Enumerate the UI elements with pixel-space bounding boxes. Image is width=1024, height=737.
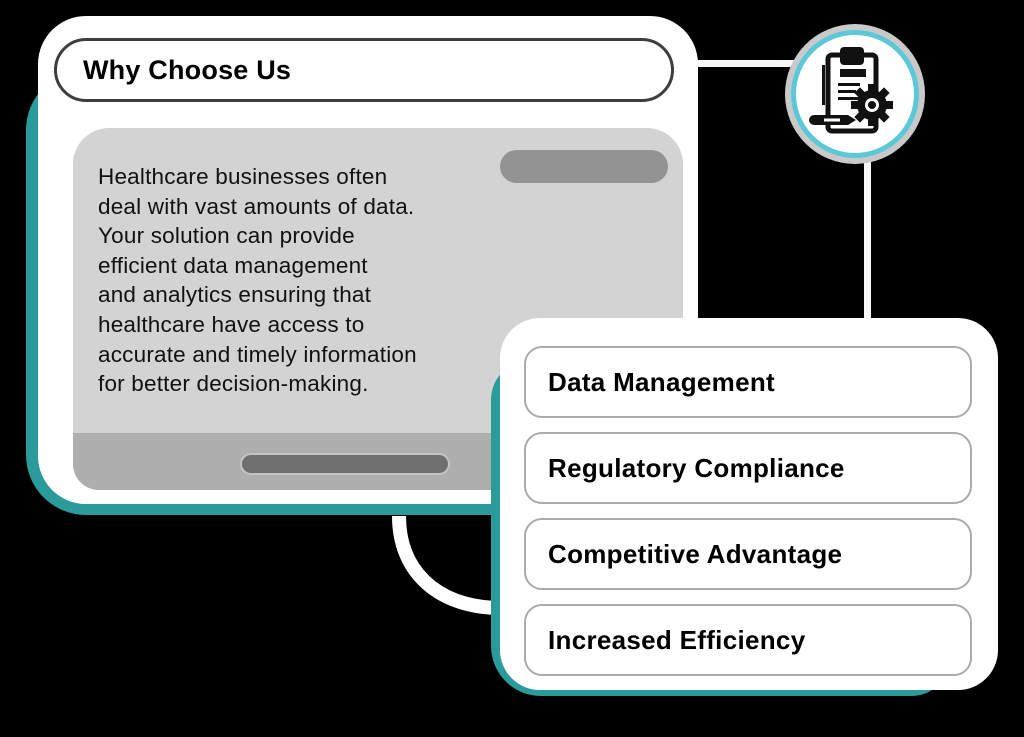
clipboard-gear-icon xyxy=(809,47,893,134)
connector-curve xyxy=(392,515,496,615)
feature-label: Competitive Advantage xyxy=(548,538,843,569)
decorative-pill-top xyxy=(500,150,668,183)
feature-label: Regulatory Compliance xyxy=(548,452,845,483)
connector-line-right xyxy=(864,150,871,320)
feature-item-regulatory-compliance: Regulatory Compliance xyxy=(524,432,972,504)
feature-label: Increased Efficiency xyxy=(548,624,806,655)
description-text: Healthcare businesses often deal with va… xyxy=(98,164,417,397)
connector-line-top xyxy=(690,60,802,67)
feature-item-competitive-advantage: Competitive Advantage xyxy=(524,518,972,590)
feature-item-increased-efficiency: Increased Efficiency xyxy=(524,604,972,676)
page-title: Why Choose Us xyxy=(83,54,292,85)
feature-label: Data Management xyxy=(548,366,775,397)
scrollbar-pill xyxy=(240,453,450,475)
icon-badge xyxy=(791,30,919,158)
title-bar: Why Choose Us xyxy=(54,38,674,102)
feature-item-data-management: Data Management xyxy=(524,346,972,418)
